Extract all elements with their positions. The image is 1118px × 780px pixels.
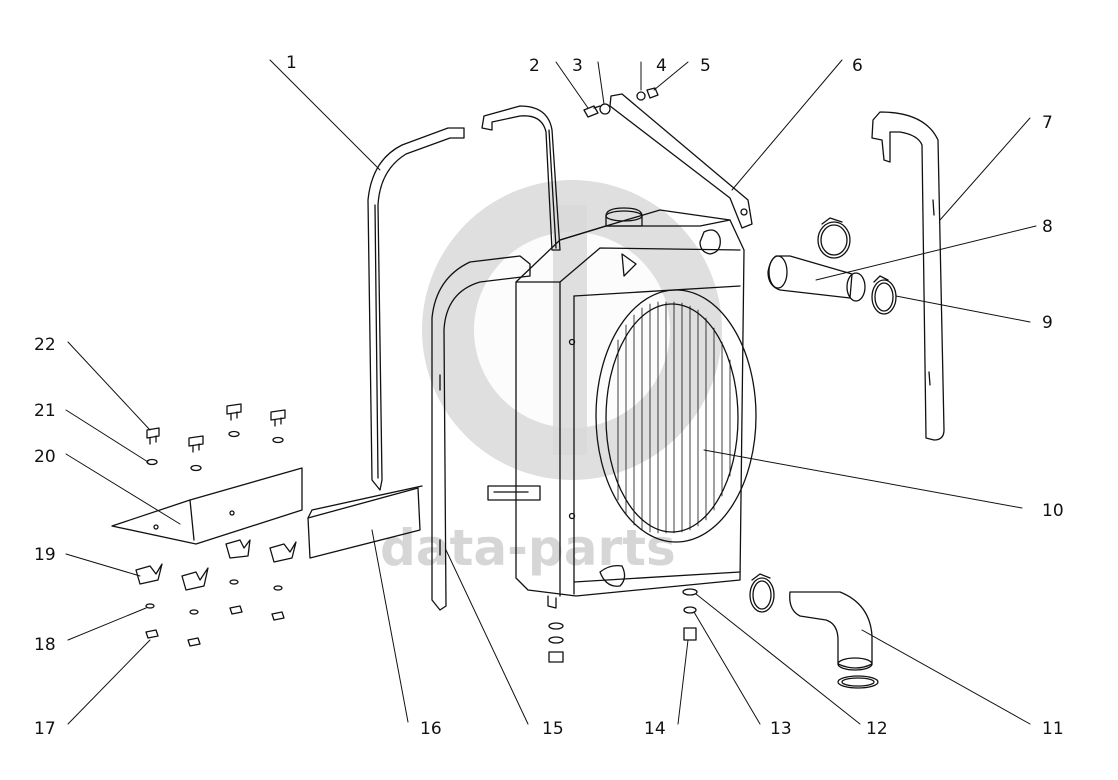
part-5-nut — [646, 87, 659, 99]
watermark: data-parts — [380, 180, 722, 577]
callout-10: 10 — [1042, 501, 1064, 521]
part-4-washer — [636, 91, 646, 101]
part-9-hose-clamp — [871, 275, 897, 315]
callout-4: 4 — [656, 56, 667, 76]
part-17-nut-set — [145, 605, 285, 647]
callout-6: 6 — [852, 56, 863, 76]
part-10-fan-shroud — [595, 289, 757, 543]
part-16-foam-seal — [307, 485, 423, 559]
part-11-hose-clamp-a — [749, 573, 775, 613]
part-11-hose-clamp-b — [837, 675, 879, 689]
callout-19: 19 — [34, 545, 56, 565]
callout-18: 18 — [34, 635, 56, 655]
callout-5: 5 — [700, 56, 711, 76]
part-1-side-seal-left — [367, 127, 465, 491]
part-20-bottom-plate — [111, 467, 303, 545]
part-13-washer — [683, 606, 697, 614]
callout-13: 13 — [770, 719, 792, 739]
part-19-mounting-bracket — [135, 539, 297, 591]
part-22-bolt-set — [146, 403, 286, 453]
part-14-nut — [683, 627, 697, 641]
upper-seal-strip — [481, 105, 561, 251]
callout-9: 9 — [1042, 313, 1053, 333]
callout-labels: 1 2 3 4 5 6 7 8 9 10 11 12 13 14 15 16 1… — [34, 53, 1064, 739]
part-8-upper-hose — [767, 255, 866, 302]
part-21-washer-set — [146, 430, 284, 472]
callout-17: 17 — [34, 719, 56, 739]
radiator-core-assembly — [487, 207, 745, 609]
watermark-text: data-parts — [380, 519, 676, 577]
callout-3: 3 — [572, 56, 583, 76]
part-2-bolt — [583, 105, 601, 118]
part-11-lower-hose — [789, 591, 873, 671]
part-8-hose-clamp-upper — [817, 217, 851, 259]
part-3-washer — [599, 103, 611, 115]
callout-11: 11 — [1042, 719, 1064, 739]
part-6-stay-bracket — [609, 93, 753, 229]
callout-21: 21 — [34, 401, 56, 421]
leader-lines — [65, 59, 1037, 725]
part-12-washer — [682, 588, 698, 596]
callout-12: 12 — [866, 719, 888, 739]
part-15-shroud-side-plate — [431, 255, 531, 611]
callout-14: 14 — [644, 719, 666, 739]
watermark-logo-bar — [553, 205, 587, 455]
callout-16: 16 — [420, 719, 442, 739]
callout-7: 7 — [1042, 113, 1053, 133]
part-18-washer-set — [145, 579, 283, 615]
drain-hardware-stack — [548, 622, 564, 663]
radiator-fins — [617, 301, 731, 534]
callout-2: 2 — [529, 56, 540, 76]
callout-1: 1 — [286, 53, 297, 73]
callout-22: 22 — [34, 335, 56, 355]
part-7-side-seal-right — [871, 111, 945, 441]
callout-20: 20 — [34, 447, 56, 467]
callout-15: 15 — [542, 719, 564, 739]
callout-8: 8 — [1042, 217, 1053, 237]
